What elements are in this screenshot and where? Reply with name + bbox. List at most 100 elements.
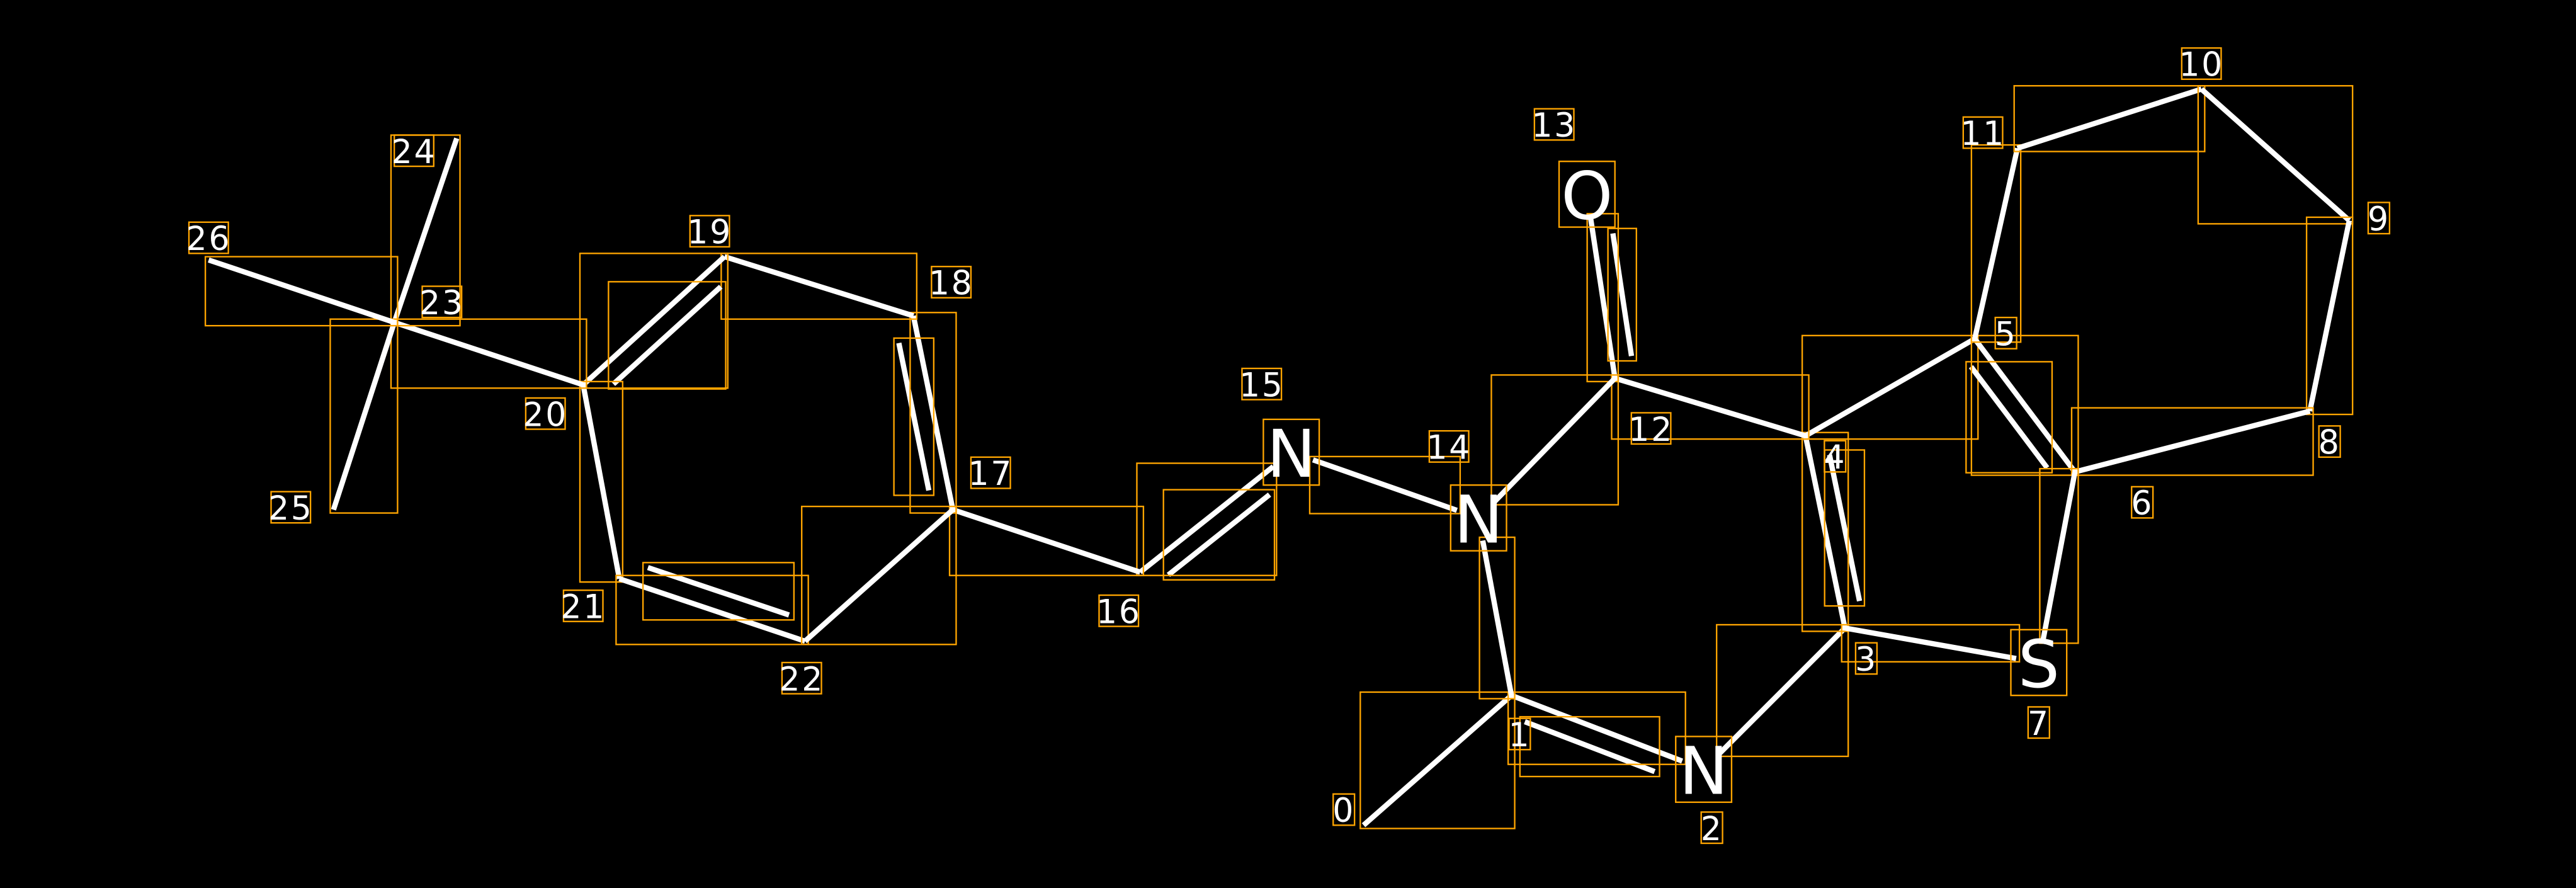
atom-index-label: 9 — [2368, 201, 2390, 239]
bond-box — [2070, 407, 2314, 476]
index-label-box — [188, 221, 229, 254]
bond-5-6-second-line — [1968, 365, 2050, 470]
atom-symbol-n: N — [1679, 733, 1728, 810]
atom-symbol-n: N — [1454, 482, 1503, 559]
bond-11-10 — [2016, 86, 2203, 151]
atom-index-label: 25 — [268, 490, 314, 528]
atom-index-label: 18 — [929, 265, 974, 303]
index-label-box — [1533, 108, 1575, 141]
atom-index-label: 5 — [1995, 316, 2017, 353]
index-label-box — [1700, 811, 1723, 845]
index-label-box — [1241, 367, 1283, 401]
bond-1-2 — [1510, 693, 1683, 764]
bond-1-2-second-line — [1524, 719, 1656, 775]
atom-index-label: 26 — [186, 220, 232, 258]
bond-0-1 — [1361, 693, 1514, 828]
atom-index-label: 22 — [779, 661, 824, 698]
bond-box — [1611, 374, 1810, 440]
bond-5-6 — [1972, 337, 2077, 474]
index-label-box — [1098, 594, 1140, 627]
atom-label-box — [1675, 736, 1733, 803]
bond-21-22-second-line — [647, 565, 790, 618]
index-label-box — [1630, 412, 1672, 445]
bond-12-14 — [1492, 376, 1617, 504]
index-label-box — [270, 491, 312, 524]
index-label-box — [1508, 717, 1531, 751]
bond-19-20 — [581, 254, 727, 387]
index-label-box — [2367, 202, 2391, 235]
atom-index-label: 16 — [1096, 593, 1142, 631]
index-label-box — [781, 661, 822, 695]
bond-3-7 — [1844, 625, 2017, 661]
bond-2-3 — [1718, 626, 1847, 755]
bond-18-19 — [723, 254, 914, 319]
bond-box — [642, 562, 795, 621]
bond-box — [615, 574, 809, 646]
index-label-box — [1332, 793, 1356, 826]
index-label-box — [525, 397, 566, 430]
atom-index-label: 2 — [1701, 811, 1723, 848]
bond-19-20-second-line — [611, 285, 723, 386]
bond-box — [608, 281, 727, 390]
index-label-box — [1962, 116, 2004, 149]
bond-box — [1519, 715, 1660, 778]
atom-index-label: 8 — [2318, 424, 2341, 462]
atom-index-label: 15 — [1239, 367, 1285, 404]
bond-box — [720, 253, 918, 320]
index-label-box — [1824, 440, 1847, 473]
atom-index-label: 23 — [419, 285, 465, 322]
bond-box — [1801, 334, 1979, 440]
bond-box — [1490, 374, 1620, 506]
bond-box — [1970, 334, 2079, 476]
bond-23-24 — [392, 137, 460, 324]
atom-index-label: 24 — [392, 134, 437, 171]
bond-12-13-second-line — [1610, 232, 1635, 356]
atom-symbol-o: O — [1561, 158, 1613, 235]
atom-index-label: 17 — [968, 455, 1013, 493]
atom-index-label: 4 — [1824, 439, 1846, 477]
bond-23-25 — [331, 321, 397, 511]
bond-16-17 — [951, 507, 1142, 575]
bond-1-14 — [1480, 540, 1514, 696]
bond-box — [1965, 361, 2053, 474]
bond-box — [1359, 691, 1516, 829]
bond-box — [1136, 462, 1278, 576]
bond-box — [2013, 85, 2206, 152]
index-label-box — [393, 134, 434, 168]
bond-box — [579, 380, 624, 583]
atom-index-label: 13 — [1531, 107, 1577, 145]
bond-4-12 — [1614, 375, 1807, 438]
bond-box — [1801, 431, 1849, 632]
bond-box — [329, 318, 399, 514]
bond-box — [1841, 623, 2021, 663]
atom-index-label: 1 — [1508, 717, 1531, 754]
index-label-box — [2131, 486, 2154, 519]
atom-index-label: 19 — [687, 214, 732, 252]
bond-20-23 — [393, 319, 584, 388]
index-label-box — [2181, 47, 2222, 80]
bond-9-8 — [2307, 220, 2352, 412]
bond-10-9 — [2199, 87, 2351, 223]
bond-15-16-second-line — [1166, 492, 1271, 578]
bond-box — [1162, 489, 1276, 581]
bond-3-4-second-line — [1827, 454, 1863, 602]
atom-label-box — [1262, 418, 1320, 486]
bond-box — [2305, 216, 2354, 416]
bond-21-22 — [618, 576, 806, 644]
bond-12-13 — [1587, 216, 1618, 379]
index-label-box — [1854, 642, 1878, 675]
bond-6-7 — [2040, 471, 2078, 640]
index-label-box — [1994, 316, 2017, 350]
bond-box — [204, 256, 399, 327]
atom-index-label: 3 — [1855, 641, 1878, 679]
bond-box — [579, 253, 729, 389]
index-label-box — [562, 589, 604, 622]
bond-14-15 — [1312, 457, 1458, 513]
bond-5-11 — [1972, 147, 2020, 339]
atom-index-label: 20 — [523, 396, 568, 434]
index-label-box — [931, 266, 972, 299]
bond-box — [1607, 227, 1637, 362]
atom-index-label: 11 — [1960, 115, 2006, 153]
bond-15-16 — [1138, 464, 1275, 574]
